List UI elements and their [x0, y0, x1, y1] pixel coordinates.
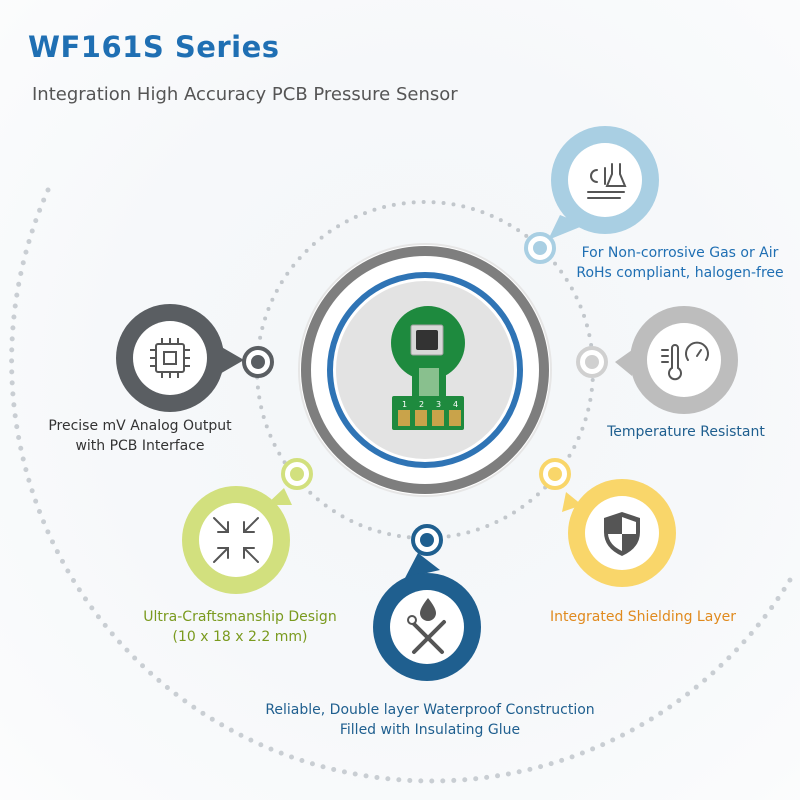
- feature-text-output: Precise mV Analog Output with PCB Interf…: [30, 416, 250, 456]
- page-subtitle: Integration High Accuracy PCB Pressure S…: [32, 84, 458, 105]
- page-title: WF161S Series: [28, 30, 280, 64]
- feature-text-line: with PCB Interface: [75, 438, 205, 454]
- feature-bubble-gas: [524, 126, 659, 264]
- feature-text-design: Ultra-Craftsmanship Design (10 x 18 x 2.…: [130, 607, 350, 647]
- feature-text-waterproof: Reliable, Double layer Waterproof Constr…: [250, 700, 610, 740]
- feature-text-line: Reliable, Double layer Waterproof Constr…: [265, 702, 595, 718]
- feature-bubble-output: [116, 304, 274, 412]
- outer-dotted-arc: [9, 187, 793, 784]
- tools-water-drop-icon: [407, 598, 446, 654]
- feature-text-gas: For Non-corrosive Gas or Air RoHs compli…: [560, 243, 800, 283]
- compress-arrows-icon: [213, 517, 259, 563]
- pin-label: 4: [453, 400, 458, 409]
- thermometer-gauge-icon: [661, 341, 709, 381]
- feature-bubble-waterproof: [373, 524, 481, 681]
- feature-text-line: Ultra-Craftsmanship Design: [143, 609, 337, 625]
- feature-text-line: For Non-corrosive Gas or Air: [581, 245, 779, 261]
- shield-icon: [604, 512, 640, 556]
- feature-bubble-temperature: [576, 306, 738, 414]
- pin-label: 2: [419, 400, 424, 409]
- feature-text-line: Temperature Resistant: [607, 424, 765, 440]
- feature-bubble-design: [182, 458, 313, 594]
- pin-label: 3: [436, 400, 441, 409]
- feature-text-line: RoHs compliant, halogen-free: [576, 265, 784, 281]
- feature-text-shielding: Integrated Shielding Layer: [538, 607, 748, 627]
- pcb-sensor-image: 1 2 3 4: [391, 306, 465, 430]
- pin-label: 1: [402, 400, 407, 409]
- feature-text-line: Integrated Shielding Layer: [550, 609, 736, 625]
- feature-text-line: Filled with Insulating Glue: [339, 722, 521, 738]
- chemistry-lab-icon: [587, 163, 627, 199]
- feature-text-temperature: Temperature Resistant: [596, 422, 776, 442]
- feature-text-line: (10 x 18 x 2.2 mm): [172, 629, 308, 645]
- chip-icon: [150, 338, 190, 378]
- feature-bubble-shielding: [539, 458, 676, 587]
- feature-text-line: Precise mV Analog Output: [48, 418, 232, 434]
